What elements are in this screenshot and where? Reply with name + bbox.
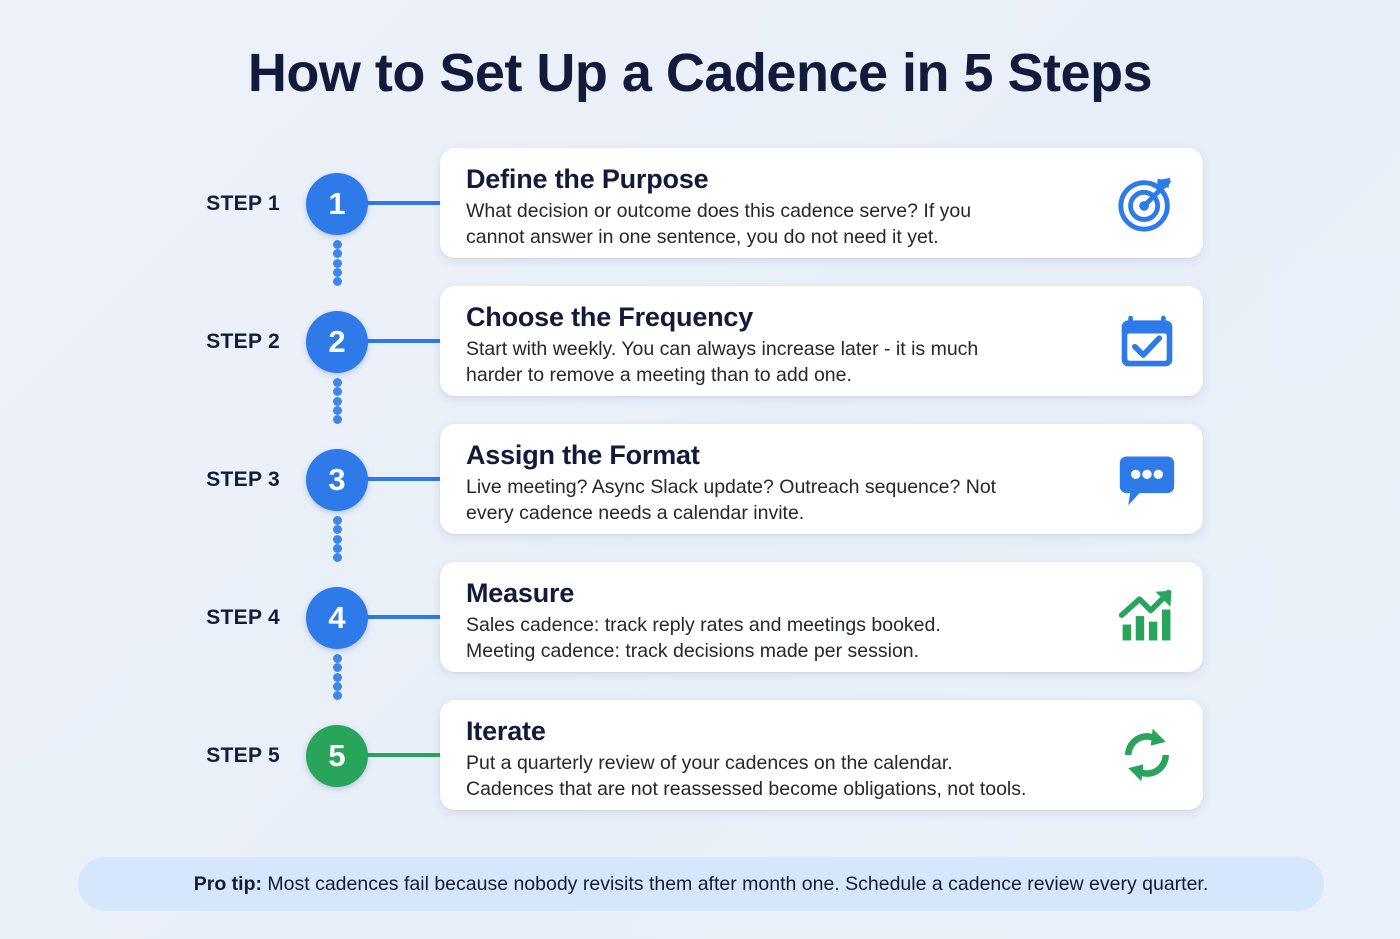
chat-bubble-icon — [1113, 445, 1181, 513]
step-card-desc-1-line2: cannot answer in one sentence, you do no… — [466, 225, 939, 248]
step-card-title-4: Measure — [466, 578, 575, 608]
step-dotted-connector-2 — [331, 378, 343, 424]
step-card-desc-5-line2: Cadences that are not reassessed become … — [466, 777, 1027, 800]
step-card-desc-2-line2: harder to remove a meeting than to add o… — [466, 363, 852, 386]
step-number-circle-5: 5 — [306, 725, 368, 787]
step-row-3: STEP 3 3 Assign the Format Live meeting?… — [0, 418, 1400, 562]
page-title: How to Set Up a Cadence in 5 Steps — [247, 43, 1153, 103]
bar-chart-growth-icon — [1113, 583, 1181, 651]
step-number-circle-2: 2 — [306, 311, 368, 373]
step-card-title-3: Assign the Format — [466, 440, 700, 470]
step-card-4[interactable]: Measure Sales cadence: track reply rates… — [440, 562, 1203, 672]
step-label-2: STEP 2 — [206, 330, 280, 353]
step-card-2[interactable]: Choose the Frequency Start with weekly. … — [440, 286, 1203, 396]
protip-body: Most cadences fail because nobody revisi… — [267, 872, 1209, 895]
step-connector-line-3 — [366, 477, 444, 481]
step-label-1: STEP 1 — [206, 192, 280, 215]
step-card-1[interactable]: Define the Purpose What decision or outc… — [440, 148, 1203, 258]
step-card-desc-3-line2: every cadence needs a calendar invite. — [466, 501, 805, 524]
step-card-desc-2-line1: Start with weekly. You can always increa… — [466, 338, 979, 361]
step-card-desc-4-line2: Meeting cadence: track decisions made pe… — [466, 639, 920, 662]
step-number-circle-1: 1 — [306, 173, 368, 235]
step-connector-line-1 — [366, 201, 444, 205]
step-card-desc-3-line1: Live meeting? Async Slack update? Outrea… — [466, 476, 997, 499]
step-card-desc-4-line1: Sales cadence: track reply rates and mee… — [466, 614, 941, 637]
step-connector-line-4 — [366, 615, 444, 619]
protip-banner: Pro tip: Most cadences fail because nobo… — [78, 857, 1324, 911]
step-row-1: STEP 1 1 Define the Purpose What decisio… — [0, 142, 1400, 286]
step-dotted-connector-3 — [331, 516, 343, 562]
step-row-2: STEP 2 2 Choose the Frequency Start with… — [0, 280, 1400, 424]
step-row-5: STEP 5 5 Iterate Put a quarterly review … — [0, 694, 1400, 832]
step-dotted-connector-4 — [331, 654, 343, 700]
step-card-title-2: Choose the Frequency — [466, 302, 754, 332]
step-connector-line-2 — [366, 339, 444, 343]
step-card-5[interactable]: Iterate Put a quarterly review of your c… — [440, 700, 1203, 810]
steps-timeline: STEP 1 1 Define the Purpose What decisio… — [0, 142, 1400, 832]
step-card-desc-1-line1: What decision or outcome does this caden… — [466, 200, 972, 223]
step-card-title-1: Define the Purpose — [466, 164, 709, 194]
step-connector-line-5 — [366, 753, 444, 757]
step-dotted-connector-1 — [331, 240, 343, 286]
step-row-4: STEP 4 4 Measure Sales cadence: track re… — [0, 556, 1400, 700]
step-label-5: STEP 5 — [206, 744, 280, 767]
target-icon — [1113, 169, 1181, 237]
protip-text: Pro tip: Most cadences fail because nobo… — [194, 873, 1209, 896]
calendar-check-icon — [1113, 307, 1181, 375]
step-label-3: STEP 3 — [206, 468, 280, 491]
step-card-3[interactable]: Assign the Format Live meeting? Async Sl… — [440, 424, 1203, 534]
step-label-4: STEP 4 — [206, 606, 280, 629]
step-card-desc-5-line1: Put a quarterly review of your cadences … — [466, 752, 953, 775]
refresh-cycle-icon — [1113, 721, 1181, 789]
step-number-circle-3: 3 — [306, 449, 368, 511]
step-number-circle-4: 4 — [306, 587, 368, 649]
protip-label: Pro tip: — [193, 872, 262, 895]
step-card-title-5: Iterate — [466, 716, 546, 746]
